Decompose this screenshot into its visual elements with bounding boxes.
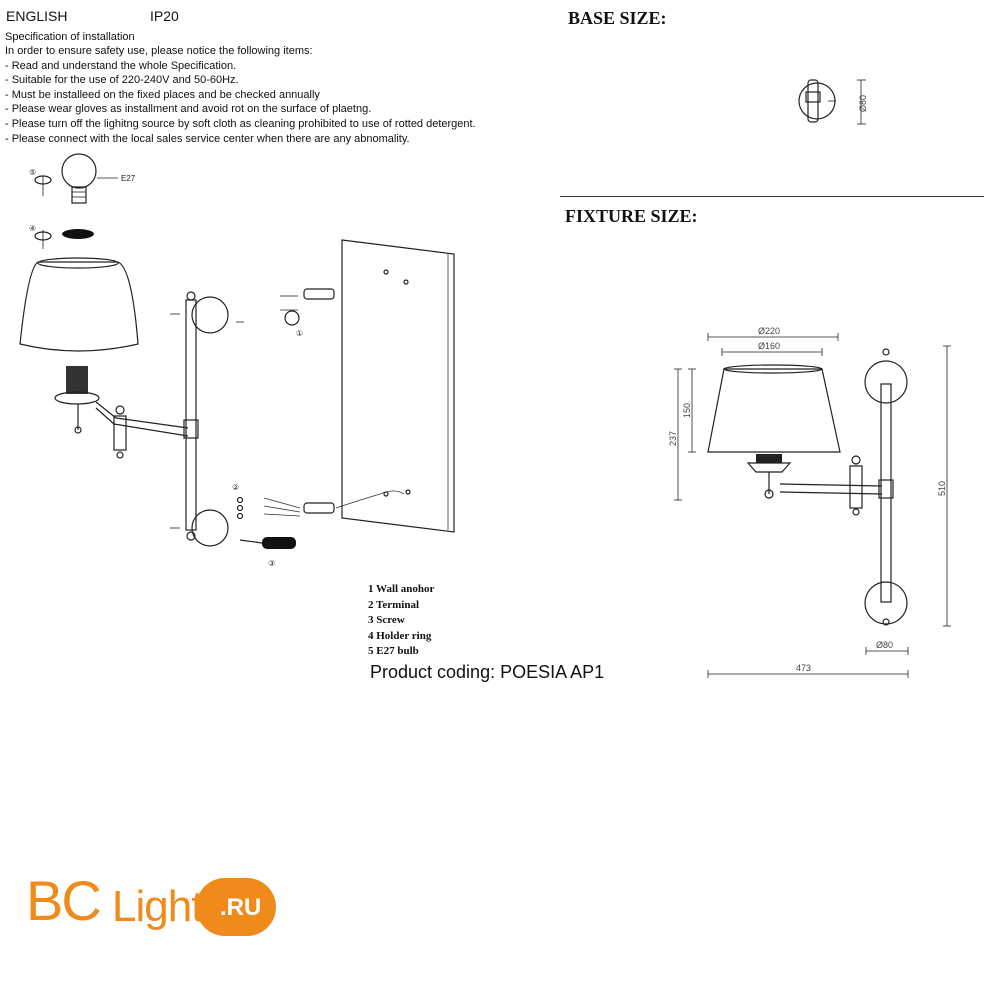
fixture-arm-joint: [849, 465, 863, 509]
logo-light: Light: [112, 882, 203, 931]
callout-4: ④: [29, 224, 36, 233]
wall-panel: [341, 239, 455, 533]
fixture-drawing: Ø220 Ø160: [668, 326, 951, 678]
legend-item: 3 Screw: [368, 614, 405, 627]
screwdriver-icon: [239, 539, 263, 544]
lamp-shade: [19, 261, 139, 352]
fixture-arm: [779, 483, 883, 487]
fixture-rod: [880, 383, 892, 603]
fixture-shade: [707, 368, 841, 453]
lamp-socket: [66, 366, 88, 394]
base-drawing: Ø80: [798, 79, 868, 125]
section-divider: [560, 196, 984, 197]
fixture-base-diameter: Ø80: [876, 640, 893, 650]
product-coding: Product coding: POESIA AP1: [370, 662, 605, 682]
spec-item: - Suitable for the use of 220-240V and 5…: [5, 74, 239, 87]
bulb-type-label: E27: [121, 174, 136, 183]
bulb-icon: [61, 153, 97, 189]
legend-item: 5 E27 bulb: [368, 645, 419, 658]
legend-item: 2 Terminal: [368, 598, 420, 611]
legend-item: 4 Holder ring: [368, 629, 432, 642]
logo-bc: BC: [26, 869, 102, 932]
callout-3: ③: [268, 559, 275, 568]
language-label: ENGLISH: [6, 8, 68, 24]
specification-list: In order to ensure safety use, please no…: [5, 44, 476, 146]
base-rod: [807, 79, 819, 123]
spec-item: - Please turn off the lighitng source by…: [5, 117, 476, 130]
spec-item: In order to ensure safety use, please no…: [5, 45, 313, 57]
total-depth: 473: [796, 663, 811, 673]
shade-bottom-diameter: Ø160: [758, 341, 780, 351]
total-height: 510: [937, 481, 947, 496]
wires: [263, 497, 301, 517]
parts-legend: 1 Wall anohor 2 Terminal 3 Screw 4 Holde…: [368, 582, 434, 660]
fixture-size-title: FIXTURE SIZE:: [565, 206, 698, 226]
ip-rating: IP20: [150, 8, 179, 24]
lower-base-plate: [191, 509, 229, 547]
logo-ru: .RU: [220, 894, 262, 921]
shade-height: 150: [682, 403, 692, 418]
bulb-base: [71, 186, 87, 204]
arm-joint: [113, 415, 127, 451]
logo-badge: [196, 878, 276, 936]
spec-item: - Please connect with the local sales se…: [5, 132, 410, 145]
lamp-height: 237: [668, 431, 678, 446]
callout-1: ①: [296, 329, 303, 338]
swing-arm: [95, 401, 189, 429]
callout-5: ⑤: [29, 168, 36, 177]
spec-item: - Read and understand the whole Specific…: [5, 59, 237, 72]
callout-2: ②: [232, 483, 239, 492]
shade-top-diameter: Ø220: [758, 326, 780, 336]
fixture-socket: [756, 454, 782, 463]
wall-anchor: [303, 288, 335, 300]
specification-title: Specification of installation: [5, 31, 135, 43]
holder-ring-icon: [62, 229, 94, 239]
base-size-title: BASE SIZE:: [568, 8, 667, 28]
spec-item: - Please wear gloves as installment and …: [5, 103, 372, 116]
lower-wall-anchor: [303, 502, 335, 514]
fixture-upper-plate: [864, 360, 908, 404]
base-knuckle: [805, 91, 821, 103]
fixture-lower-plate: [864, 581, 908, 625]
wall-rod: [185, 299, 197, 531]
base-diameter-label: Ø80: [858, 95, 868, 112]
legend-item: 1 Wall anohor: [368, 583, 435, 595]
spec-item: - Must be installeed on the fixed places…: [5, 88, 320, 101]
installation-drawing: E27 ⑤ ④: [19, 153, 455, 568]
upper-base-plate: [191, 296, 229, 334]
